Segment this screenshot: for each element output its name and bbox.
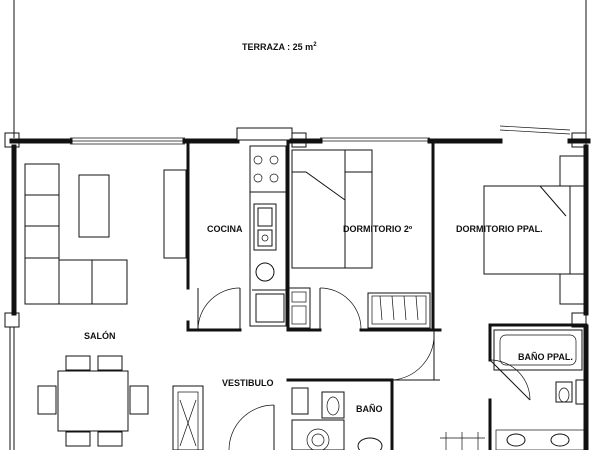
bed-dormitorio-ppal — [483, 155, 587, 305]
wardrobe-vestibulo — [172, 385, 204, 450]
interior-walls — [186, 139, 588, 450]
sink-bano — [357, 437, 383, 450]
label-dormitorio-2: DORMITORIO 2º — [343, 224, 413, 234]
exterior-wall-sides — [9, 144, 589, 450]
label-vestibulo: VESTIBULO — [222, 378, 274, 388]
label-terraza: TERRAZA : 25 m2 — [242, 42, 317, 52]
label-terraza-text: TERRAZA : 25 m — [242, 42, 314, 52]
bed-dormitorio-2 — [291, 149, 373, 269]
label-cocina: COCINA — [207, 224, 243, 234]
shower-bano — [291, 419, 345, 450]
label-salon: SALÓN — [84, 331, 116, 341]
label-bano: BAÑO — [356, 404, 383, 414]
salon-sofa — [24, 163, 128, 305]
wardrobe-dormitorio-2 — [367, 292, 431, 329]
terrace-outline — [13, 0, 587, 138]
cooktop-icon — [253, 155, 279, 183]
exterior-wall-top — [9, 125, 591, 145]
fridge — [287, 287, 311, 329]
bathtub-bano-ppal — [493, 329, 583, 371]
toilet-bano-ppal — [555, 379, 587, 405]
label-bano-ppal: BAÑO PPAL. — [518, 352, 573, 362]
doors — [197, 287, 531, 450]
sinks-bano-ppal — [495, 429, 587, 450]
label-dormitorio-ppal: DORMITORIO PPAL. — [456, 224, 543, 234]
toilet-bano — [291, 387, 345, 419]
label-terraza-sup: 2 — [313, 42, 317, 48]
coffee-table — [78, 174, 110, 238]
kitchen-counter — [249, 145, 287, 327]
vanity-divider — [440, 432, 485, 450]
dining-table — [37, 355, 149, 447]
tv-cabinet — [163, 169, 187, 259]
